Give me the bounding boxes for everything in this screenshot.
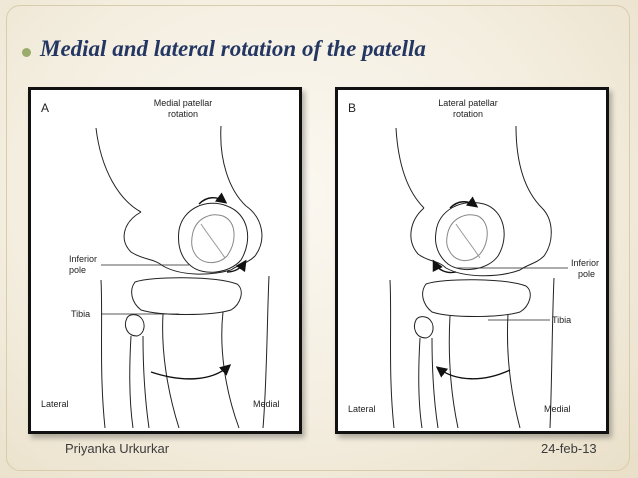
panel-letter: A: [41, 101, 49, 115]
panel-letter: B: [348, 101, 356, 115]
figure-panel-b: B Lateral patellar rotation: [335, 87, 609, 434]
label-inferior-pole-line-1: Inferior: [571, 258, 599, 268]
label-medial: Medial: [544, 404, 571, 414]
tibia-outline: [422, 279, 531, 429]
panel-heading-line-1: Medial patellar: [154, 98, 213, 108]
slide-title: Medial and lateral rotation of the patel…: [40, 36, 426, 61]
rotation-arrow-top: [449, 196, 479, 209]
tibia-rotation-arrow: [435, 366, 511, 380]
bullet-icon: [22, 48, 31, 57]
femur-outline: [95, 125, 263, 275]
label-tibia: Tibia: [71, 309, 90, 319]
label-lateral: Lateral: [41, 399, 69, 409]
rotation-arrow-bottom: [226, 259, 247, 273]
patella-outline: [178, 202, 249, 273]
panel-heading-line-2: rotation: [453, 109, 483, 119]
tibia-rotation-arrow: [150, 364, 232, 380]
label-inferior-pole-line-1: Inferior: [69, 254, 97, 264]
figure-panel-a: A Medial patellar rotation: [28, 87, 302, 434]
knee-diagram-b: B Lateral patellar rotation: [348, 98, 599, 429]
tibia-outline: [131, 277, 242, 429]
panel-heading-line-2: rotation: [168, 109, 198, 119]
label-inferior-pole-line-2: pole: [69, 265, 86, 275]
leg-outline: [100, 275, 270, 429]
fibula-outline: [413, 316, 439, 429]
rotation-arrow-top: [198, 192, 228, 205]
rotation-arrow-bottom: [432, 259, 457, 274]
footer-date: 24-feb-13: [541, 441, 597, 456]
femur-outline: [395, 125, 552, 277]
footer-author: Priyanka Urkurkar: [65, 441, 170, 456]
patella-outline: [435, 202, 505, 271]
label-lateral: Lateral: [348, 404, 376, 414]
knee-diagram-a: A Medial patellar rotation: [41, 98, 280, 429]
label-inferior-pole-line-2: pole: [578, 269, 595, 279]
leg-outline: [389, 277, 555, 429]
panel-heading-line-1: Lateral patellar: [438, 98, 498, 108]
fibula-outline: [124, 314, 150, 429]
label-tibia: Tibia: [552, 315, 571, 325]
slide-border: [6, 5, 630, 471]
label-medial: Medial: [253, 399, 280, 409]
